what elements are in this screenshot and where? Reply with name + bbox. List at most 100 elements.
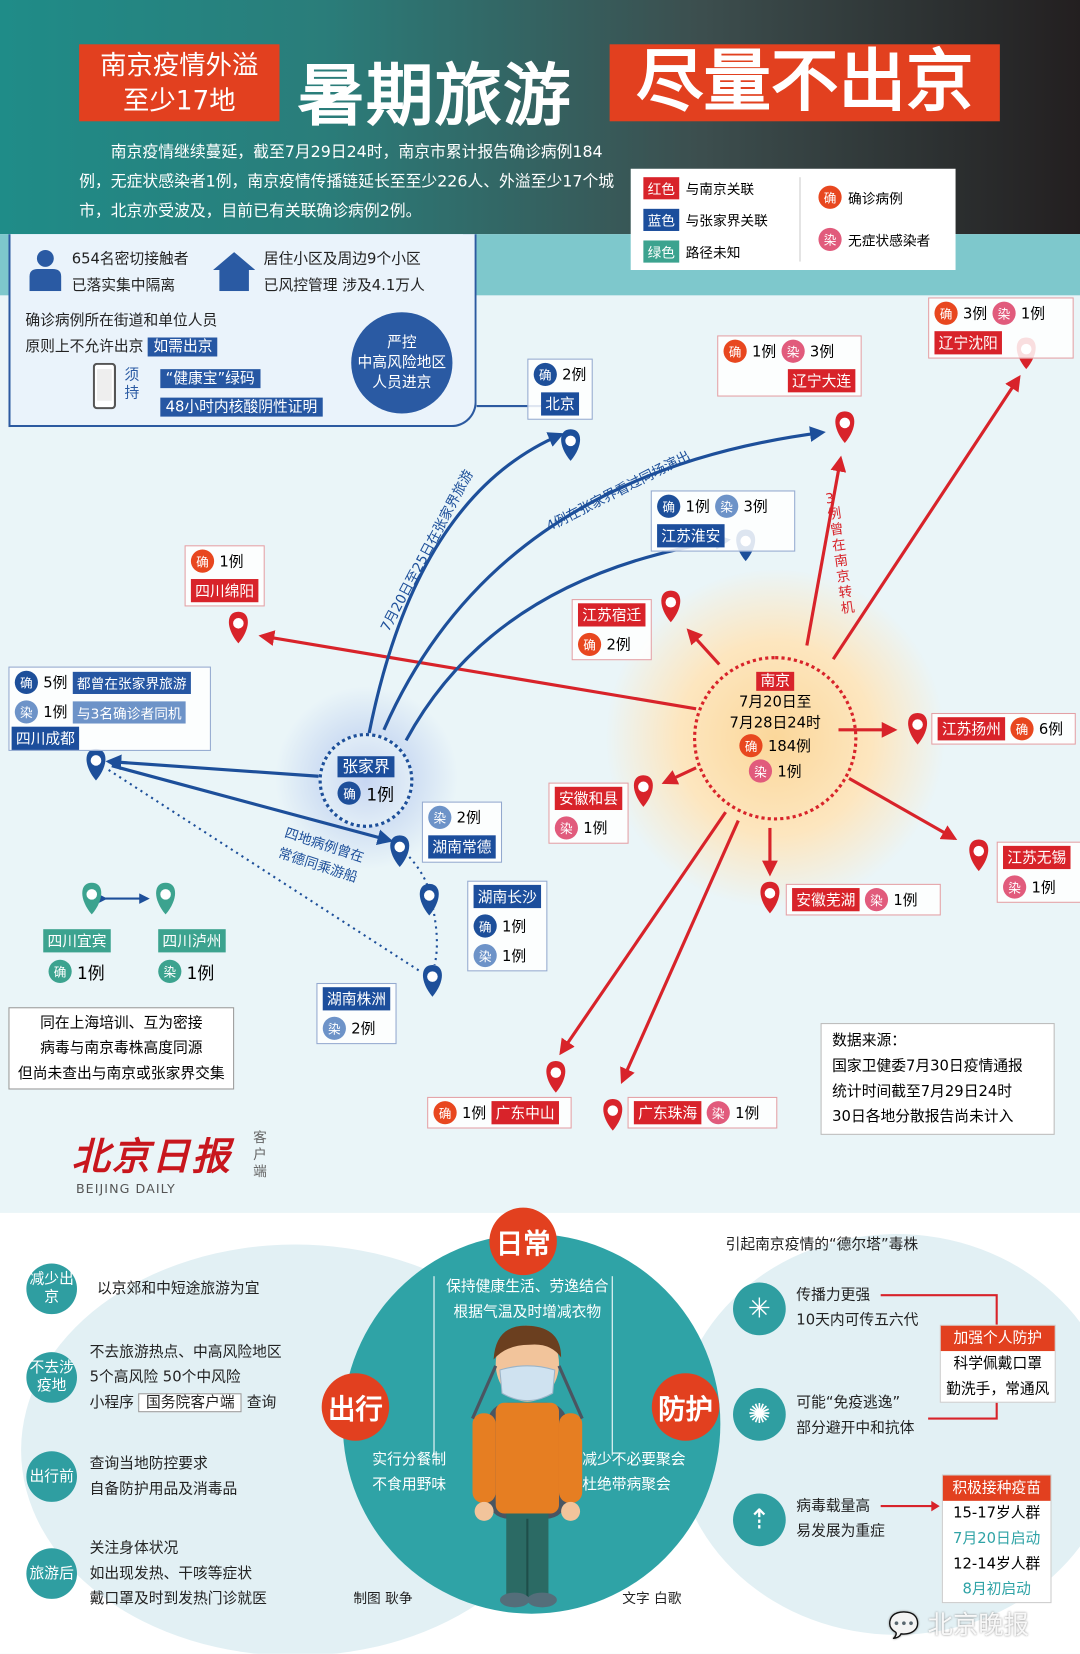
viral-load-icon: ⇡ <box>733 1493 786 1547</box>
asym-count: 1例 <box>186 962 215 983</box>
legend: 红色与南京关联 蓝色与张家界关联 绿色路径未知 确确诊病例 染无症状感染者 <box>630 168 956 271</box>
route-suqian <box>686 628 721 666</box>
route-dalian <box>805 455 847 646</box>
legend-blue-tag: 蓝色 <box>643 208 680 231</box>
confirmed-badge: 确 <box>14 670 38 694</box>
tip-line: 小程序 <box>89 1394 134 1412</box>
credit-text: 文字 白歌 <box>622 1591 682 1608</box>
city-name: 湖南长沙 <box>473 884 542 909</box>
city-name: 江苏淮安 <box>657 524 725 548</box>
strict-control-circle: 严控中高风险地区人员进京 <box>351 312 453 414</box>
phone-icon <box>92 362 117 410</box>
health-code-tag: “健康宝”绿码 <box>160 369 261 389</box>
asym-count: 1例 <box>502 948 527 966</box>
strict-line: 人员进京 <box>372 373 432 391</box>
delta-line: 部分避开中和抗体 <box>796 1419 915 1437</box>
tip-line: 戴口罩及时到发热门诊就医 <box>89 1590 267 1608</box>
nanjing-period: 7月28日24时 <box>729 715 821 732</box>
confirmed-badge: 确 <box>723 339 747 363</box>
tip-line: 5个高风险 50个中风险 <box>89 1369 241 1386</box>
confirmed-count: 6例 <box>1038 721 1064 739</box>
confirmed-count: 3例 <box>962 305 988 323</box>
city-name: 北京 <box>541 392 579 416</box>
spread-icon: ✳ <box>733 1282 786 1336</box>
tip-tag: 出行前 <box>26 1451 77 1502</box>
city-name: 辽宁沈阳 <box>934 331 1002 355</box>
asym-badge: 染 <box>818 227 842 252</box>
travel-line: 不食用野味 <box>372 1476 447 1494</box>
asym-count: 2例 <box>351 1020 376 1038</box>
strict-line: 严控 <box>387 333 417 351</box>
confirmed-badge: 确 <box>190 549 215 573</box>
asym-badge: 染 <box>428 805 452 829</box>
asym-count: 1例 <box>583 820 608 838</box>
if-needed-tag: 如需出京 <box>148 337 218 357</box>
legend-red-tag: 红色 <box>643 177 680 200</box>
city-name: 湖南常德 <box>428 835 496 859</box>
nanjing-name: 南京 <box>756 671 795 691</box>
legend-red-text: 与南京关联 <box>685 182 755 199</box>
contacts-text: 已落实集中隔离 <box>71 277 176 295</box>
route-wuxi <box>848 776 958 841</box>
daily-badge: 日常 <box>489 1207 557 1276</box>
tip-line: 查询当地防控要求 <box>89 1455 208 1473</box>
vaccine-line: 8月初启动 <box>962 1580 1031 1598</box>
tip-line: 关注身体状况 <box>89 1539 179 1557</box>
protect-badge: 防护 <box>651 1373 720 1441</box>
confirmed-badge: 确 <box>657 494 681 518</box>
confirmed-badge: 确 <box>818 185 842 209</box>
route-map <box>82 337 1036 1131</box>
wechat-icon: 💬 <box>888 1610 920 1641</box>
city-name: 辽宁大连 <box>787 369 856 393</box>
rule-text: 原则上不允许出京 <box>25 338 144 356</box>
asym-badge: 染 <box>748 759 773 783</box>
asym-count: 1例 <box>1020 305 1046 323</box>
legend-blue-text: 与张家界关联 <box>685 214 768 230</box>
legend-confirmed-text: 确诊病例 <box>847 191 903 208</box>
tag-line: 至少17地 <box>122 85 236 117</box>
travel-tips-section: 日常 出行 防护 保持健康生活、劳逸结合根据气温及时增减衣物 实行分餐制不食用野… <box>0 1207 1080 1654</box>
zhangjiajie-confirmed: 1例 <box>366 784 395 805</box>
route-mianyang <box>258 630 697 711</box>
route-zhuhai <box>620 819 740 1084</box>
asym-count: 1例 <box>735 1105 760 1123</box>
daily-line: 根据气温及时增减衣物 <box>453 1303 602 1321</box>
community-text: 居住小区及周边9个小区 <box>263 251 421 268</box>
tip-line: 不去旅游热点、中高风险地区 <box>89 1343 282 1361</box>
asym-badge: 染 <box>715 494 739 518</box>
confirmed-badge: 确 <box>934 301 958 325</box>
legend-green-tag: 绿色 <box>643 240 680 263</box>
city-name: 四川宜宾 <box>43 929 111 953</box>
city-name: 广东珠海 <box>633 1101 702 1125</box>
tag-line: 南京疫情外溢 <box>100 49 259 81</box>
note-line: 但尚未查出与南京或张家界交集 <box>17 1065 225 1083</box>
confirmed-badge: 确 <box>337 781 362 805</box>
travel-badge: 出行 <box>321 1373 390 1441</box>
city-name: 四川成都 <box>11 726 80 750</box>
delta-line: 10天内可传五六代 <box>796 1312 919 1329</box>
protect-line: 杜绝带病聚会 <box>582 1476 671 1494</box>
nanjing-routes <box>258 374 1021 1084</box>
asym-count: 3例 <box>809 343 835 361</box>
protect-line: 减少不必要聚会 <box>582 1451 686 1469</box>
travel-line: 实行分餐制 <box>372 1451 447 1469</box>
asym-count: 1例 <box>43 704 68 722</box>
asym-note: 与3名确诊者同机 <box>72 700 186 723</box>
house-icon <box>213 252 256 292</box>
protect-head: 加强个人防护 <box>940 1325 1055 1352</box>
asym-badge: 染 <box>554 816 578 840</box>
asym-badge: 染 <box>158 959 182 983</box>
